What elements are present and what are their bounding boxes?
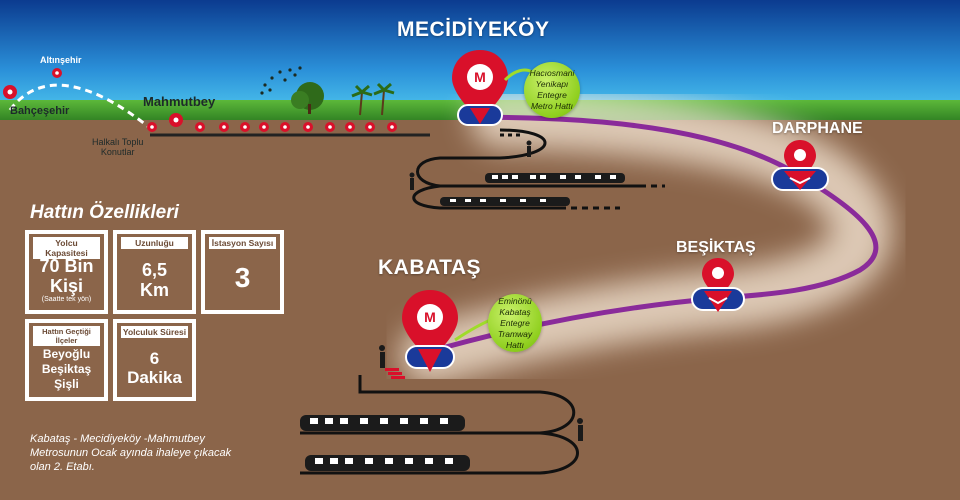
station-label-altinsehir: Altınşehir: [40, 55, 82, 65]
footnote: Kabataş - Mecidiyeköy -Mahmutbey Metrosu…: [30, 433, 232, 473]
feature-value: 70 Bin Kişi: [39, 256, 94, 296]
feature-sub: (Saatte tek yön): [41, 296, 92, 303]
feature-box-length: Uzunluğu 6,5 Km: [113, 230, 196, 314]
stairs: [385, 368, 405, 379]
station-label-halkali: Halkalı Toplu Konutlar: [92, 137, 144, 157]
metro-line: [427, 114, 879, 355]
pin-kabatas: M: [402, 290, 458, 372]
people: [379, 140, 583, 441]
svg-text:M: M: [424, 309, 436, 325]
feature-box-duration: Yolculuk Süresi 6 Dakika: [113, 319, 196, 401]
tracks-upper: [412, 128, 665, 210]
train-windows-upper: [450, 175, 616, 202]
feature-value: 6,5 Km: [139, 260, 169, 300]
feature-box-stations: İstasyon Sayısı 3: [201, 230, 284, 314]
station-label-bahcesehir: Bahçeşehir: [10, 105, 70, 117]
station-label-mecidiyekoy: MECİDİYEKÖY: [397, 18, 550, 41]
station-label-darphane: DARPHANE: [772, 120, 863, 137]
bubble-eminonu-connection: Eminönü Kabataş Entegre Tramway Hattı: [488, 294, 542, 352]
bubble-hacıosmani-connection: Hacıosmani Yenikapı Entegre Metro Hattı: [524, 62, 580, 118]
pin-darphane: [771, 140, 829, 191]
tracks-lower: [300, 375, 579, 475]
suburban-arc: [8, 83, 151, 130]
feature-value: 3: [234, 262, 251, 293]
feature-caption: Hattın Geçtiği İlçeler: [33, 326, 100, 346]
feature-caption: Yolcu Kapasitesi: [33, 237, 100, 259]
station-label-kabatas: KABATAŞ: [378, 256, 482, 279]
station-label-besiktas: BEŞİKTAŞ: [676, 239, 756, 256]
feature-box-districts: Hattın Geçtiği İlçeler Beyoğlu Beşiktaş …: [25, 319, 108, 401]
feature-value: Beyoğlu Beşiktaş Şişli: [41, 347, 92, 391]
feature-caption: İstasyon Sayısı: [209, 237, 276, 249]
feature-caption: Yolculuk Süresi: [121, 326, 188, 338]
pin-besiktas: [691, 258, 745, 312]
station-label-mahmutbey: Mahmutbey: [143, 94, 216, 109]
feature-caption: Uzunluğu: [121, 237, 188, 249]
train-windows-lower: [310, 418, 453, 464]
birds: [260, 66, 302, 95]
svg-text:M: M: [474, 69, 486, 85]
feature-value: 6 Dakika: [127, 349, 182, 387]
trees: [291, 82, 395, 116]
small-pins: [3, 68, 397, 132]
pin-mecidiyekoy: M: [452, 50, 508, 126]
features-title: Hattın Özellikleri: [30, 202, 179, 223]
feature-box-capacity: Yolcu Kapasitesi 70 Bin Kişi (Saatte tek…: [25, 230, 108, 314]
